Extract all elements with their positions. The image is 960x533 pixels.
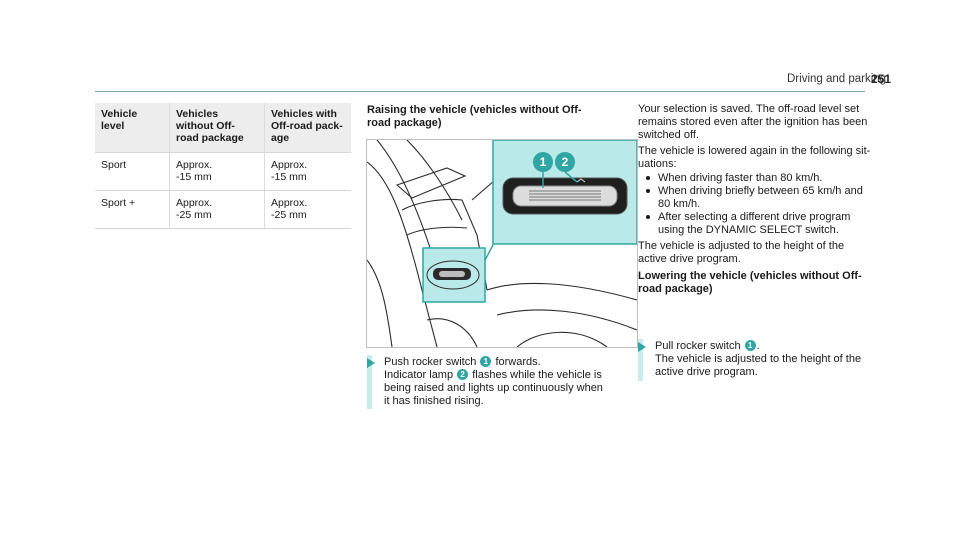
list-item: When driving faster than 80 km/h. [638, 172, 888, 185]
header-text: without Off- [176, 120, 235, 132]
text-line: remains stored even after the ignition h… [638, 116, 868, 128]
page-number: 251 [871, 72, 892, 86]
list-item-text: 80 km/h. [658, 198, 701, 210]
callout-2-label: 2 [562, 155, 569, 169]
table-row: Sport + Approx. -25 mm Approx. -25 mm [95, 190, 351, 229]
step-text: Indicator lamp [384, 369, 454, 381]
section-title: Driving and parking [787, 73, 887, 85]
lowering-step: Pull rocker switch 1. The vehicle is adj… [655, 340, 885, 379]
header-without-offroad: Vehicles without Off- road package [169, 103, 265, 153]
cell-text: Approx. [271, 159, 308, 171]
step-arrow-icon [367, 358, 375, 368]
step-line: Indicator lamp 2 flashes while the vehic… [384, 369, 634, 382]
cell-text: Approx. [271, 197, 308, 209]
table-header-row: Vehicle level Vehicles without Off- road… [95, 103, 351, 153]
step-highlight-bar [638, 339, 643, 381]
step-line: being raised and lights up continuously … [384, 382, 603, 394]
header-text: road package [176, 132, 244, 144]
console-illustration: 1 2 [366, 139, 638, 348]
step-arrow-icon [638, 342, 646, 352]
step-line: Pull rocker switch 1. [655, 340, 885, 353]
step-line: The vehicle is adjusted to the height of… [655, 353, 862, 365]
lowering-title: Lowering the vehicle (vehicles without O… [638, 270, 888, 296]
header-text: Vehicles with [271, 108, 337, 120]
text-line: switched off. [638, 129, 699, 141]
paragraph-lowered: The vehicle is lowered again in the foll… [638, 145, 888, 171]
list-item-text: When driving faster than 80 km/h. [658, 172, 823, 184]
cell-text: -15 mm [271, 171, 307, 183]
text-line: The vehicle is adjusted to the height of… [638, 240, 845, 252]
text-line: active drive program. [638, 253, 741, 265]
cell-text: Approx. [176, 197, 213, 209]
right-column: Your selection is saved. The off-road le… [638, 103, 888, 296]
console-drawing: 1 2 [367, 140, 637, 347]
header-text: level [101, 120, 125, 132]
title-line: Lowering the vehicle (vehicles without O… [638, 270, 862, 282]
list-item-text: using the DYNAMIC SELECT switch. [658, 224, 839, 236]
cell-level: Sport [95, 152, 170, 191]
list-item: After selecting a different drive progra… [638, 211, 888, 237]
step-text: . [756, 340, 760, 352]
cell-with: Approx. -25 mm [264, 190, 351, 229]
cell-with: Approx. -15 mm [264, 152, 351, 191]
cell-text: -25 mm [176, 209, 212, 221]
offroad-indicator-icon [576, 178, 586, 183]
step-line: it has finished rising. [384, 395, 484, 407]
step-line: Push rocker switch 1 forwards. [384, 356, 634, 369]
raising-title: Raising the vehicle (vehicles without Of… [367, 104, 627, 130]
callout-1-label: 1 [540, 155, 547, 169]
step-text: Push rocker switch [384, 356, 477, 368]
cell-level: Sport + [95, 190, 170, 229]
header-vehicle-level: Vehicle level [95, 103, 170, 153]
header-text: Vehicle [101, 108, 138, 120]
step-text: flashes while the vehicle is [472, 369, 602, 381]
raising-step: Push rocker switch 1 forwards. Indicator… [384, 356, 634, 408]
text-line: The vehicle is lowered again in the foll… [638, 145, 871, 157]
cell-text: Approx. [176, 159, 213, 171]
list-item: When driving briefly between 65 km/h and… [638, 185, 888, 211]
lowering-conditions-list: When driving faster than 80 km/h. When d… [638, 172, 888, 237]
text-line: Your selection is saved. The off-road le… [638, 103, 860, 115]
title-line: road package) [638, 283, 713, 295]
cell-text: -15 mm [176, 171, 212, 183]
paragraph-selection-saved: Your selection is saved. The off-road le… [638, 103, 888, 142]
paragraph-adjusted: The vehicle is adjusted to the height of… [638, 240, 888, 266]
callout-1-icon: 1 [480, 356, 492, 367]
cell-text: -25 mm [271, 209, 307, 221]
header-divider [95, 91, 865, 92]
cell-text: Sport + [101, 197, 136, 209]
header-text: age [271, 132, 290, 144]
callout-2-icon: 2 [457, 369, 469, 380]
callout-1-badge [533, 152, 553, 172]
cell-without: Approx. -15 mm [169, 152, 265, 191]
level-table: Vehicle level Vehicles without Off- road… [95, 103, 351, 229]
callout-1-icon: 1 [744, 340, 756, 351]
title-line: road package) [367, 117, 442, 129]
header-with-offroad: Vehicles with Off-road pack- age [264, 103, 351, 153]
step-highlight-bar [367, 355, 372, 409]
step-text: forwards. [495, 356, 541, 368]
cell-without: Approx. -25 mm [169, 190, 265, 229]
header-text: Off-road pack- [271, 120, 343, 132]
list-item-text: After selecting a different drive progra… [658, 211, 851, 223]
text-line: uations: [638, 158, 677, 170]
cell-text: Sport [101, 159, 127, 171]
table-row: Sport Approx. -15 mm Approx. -15 mm [95, 152, 351, 191]
header-text: Vehicles [176, 108, 219, 120]
step-text: Pull rocker switch [655, 340, 741, 352]
title-line: Raising the vehicle (vehicles without Of… [367, 104, 582, 116]
list-item-text: When driving briefly between 65 km/h and [658, 185, 863, 197]
step-line: active drive program. [655, 366, 758, 378]
callout-2-badge [555, 152, 575, 172]
